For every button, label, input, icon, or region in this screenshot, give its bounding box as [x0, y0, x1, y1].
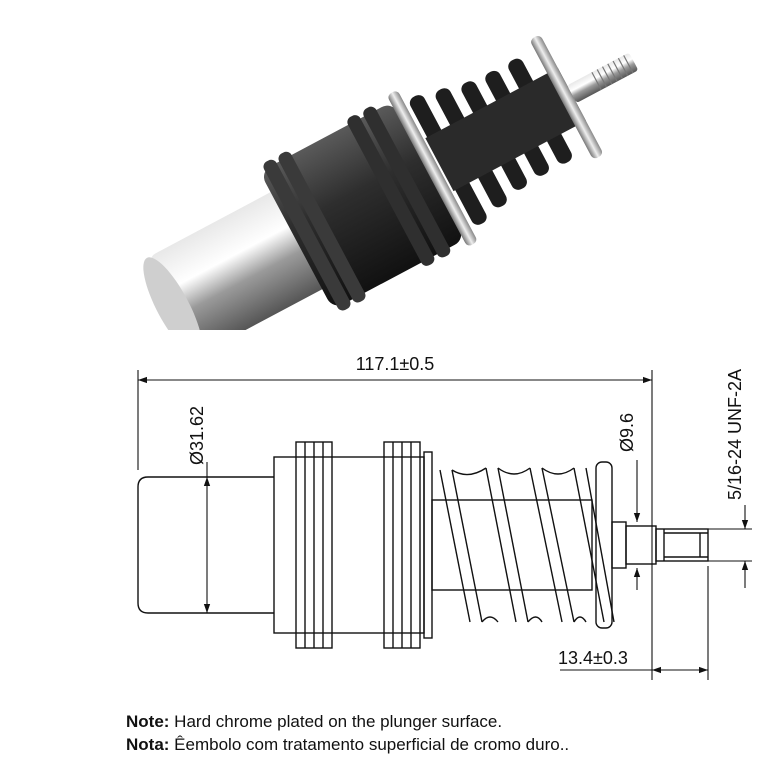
note-english: Note: Hard chrome plated on the plunger … — [126, 712, 503, 731]
stud-length-label: 13.4±0.3 — [558, 648, 628, 668]
body-diameter-label: Ø31.62 — [187, 406, 207, 465]
threaded-stud — [568, 53, 638, 103]
end-plate — [531, 35, 603, 159]
metal-ring — [388, 91, 477, 246]
stem-diameter-label: Ø9.6 — [617, 413, 637, 452]
spring-outline — [439, 467, 615, 623]
stud-outline — [655, 528, 709, 562]
product-photo — [143, 35, 638, 330]
note-portuguese: Nota: Êembolo com tratamento superficial… — [126, 735, 570, 754]
plunger-outline — [137, 476, 274, 614]
thread-spec-label: 5/16-24 UNF-2A — [725, 369, 745, 500]
technical-drawing: 117.1±0.5 Ø31.62 Ø9.6 5/16-24 UNF-2A 13.… — [137, 354, 752, 680]
chrome-plunger — [150, 190, 328, 330]
notes: Note: Hard chrome plated on the plunger … — [126, 710, 569, 756]
spring — [409, 58, 586, 225]
overall-length-label: 117.1±0.5 — [356, 354, 435, 374]
end-plate-outline — [595, 461, 613, 629]
